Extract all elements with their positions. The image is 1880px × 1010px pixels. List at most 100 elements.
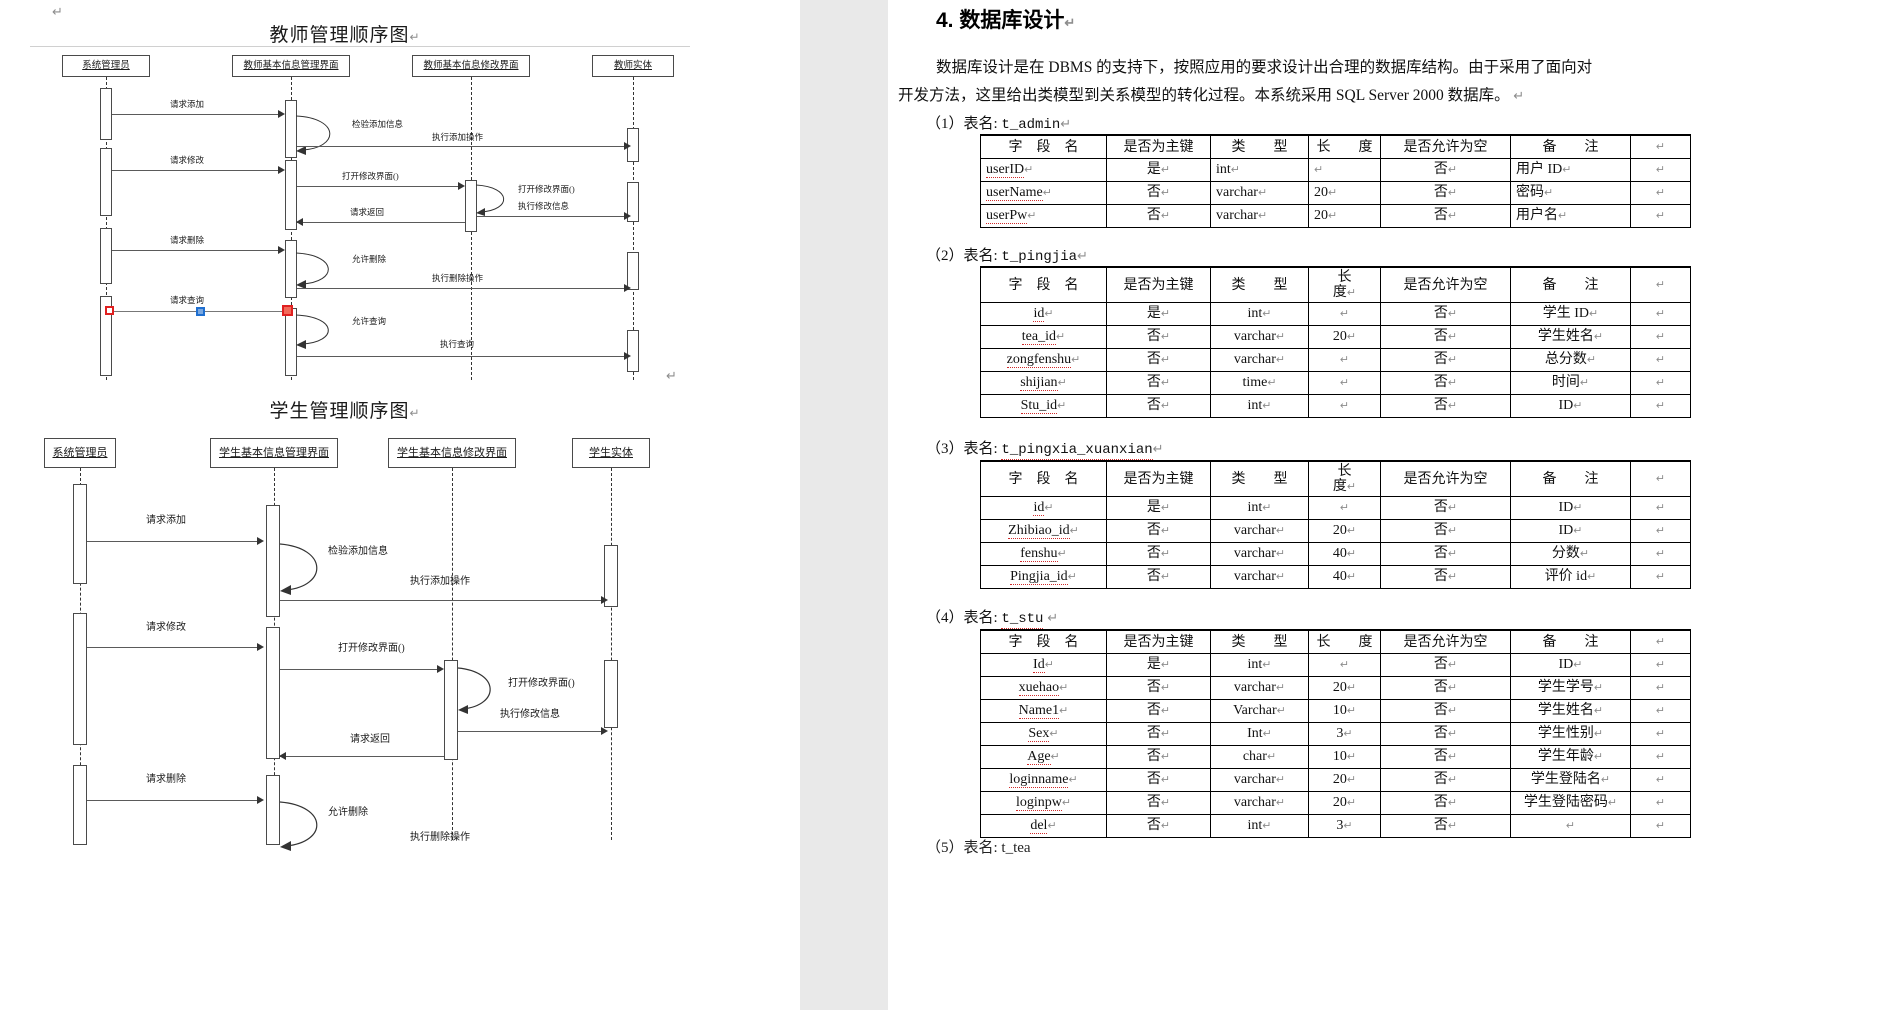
- cell-length: 20↵: [1308, 181, 1381, 205]
- cell-pilcrow: ↵: [1630, 768, 1691, 792]
- cell-field: Zhibiao_id↵: [980, 519, 1107, 543]
- diagram-title-teacher: 教师管理顺序图↵: [269, 25, 421, 46]
- cell-note: 学生年龄↵: [1510, 745, 1631, 769]
- msg-arrow-request-delete-2: [257, 796, 264, 804]
- msg-line-request-return-1: [297, 222, 465, 223]
- col-header-pk: 是否为主键: [1106, 629, 1211, 654]
- cell-type: varchar↵: [1210, 542, 1309, 566]
- col-header-note: 备 注: [1510, 266, 1631, 303]
- msg-line-open-edit-ui-2: [280, 669, 440, 670]
- cell-nullable: 否↵: [1380, 814, 1511, 838]
- msg-arrow-exec-add-2: [601, 596, 608, 604]
- msg-label-check-add-2: 检验添加信息: [328, 546, 388, 557]
- msg-label-request-return-2: 请求返回: [350, 734, 390, 745]
- cell-length: 20↵: [1308, 204, 1381, 228]
- cell-note: 学生姓名↵: [1510, 325, 1631, 349]
- cell-length: 20↵: [1308, 519, 1381, 543]
- lifeline-head-teacher-edit-ui-1[interactable]: 教师基本信息修改界面: [412, 55, 530, 77]
- cell-field: Pingjia_id↵: [980, 565, 1107, 589]
- cell-primary-key: 是↵: [1106, 653, 1211, 677]
- cell-pilcrow: ↵: [1630, 722, 1691, 746]
- col-header-type: 类 型: [1210, 460, 1309, 497]
- msg-label-allow-delete-2: 允许删除: [328, 807, 368, 818]
- cell-field: del↵: [980, 814, 1107, 838]
- cell-primary-key: 否↵: [1106, 371, 1211, 395]
- table-caption-t-admin: （1）表名: t_admin↵: [926, 116, 1072, 135]
- cell-note: 用户名↵: [1510, 204, 1631, 228]
- activation-mgmtui-edit-2: [266, 627, 280, 759]
- cell-primary-key: 是↵: [1106, 302, 1211, 326]
- col-header-type: 类 型: [1210, 629, 1309, 654]
- msg-arrow-request-add-1: [278, 110, 285, 118]
- lifeline-head-student-edit-ui-2[interactable]: 学生基本信息修改界面: [388, 438, 516, 468]
- resize-handle-mid[interactable]: [196, 307, 205, 316]
- lifeline-head-student-entity-2[interactable]: 学生实体: [572, 438, 650, 468]
- cell-note: ID↵: [1510, 394, 1631, 418]
- cell-type: varchar↵: [1210, 325, 1309, 349]
- col-header-type: 类 型: [1210, 266, 1309, 303]
- cell-pilcrow: ↵: [1630, 565, 1691, 589]
- activation-mgmtui-add-2: [266, 505, 280, 617]
- msg-line-exec-edit-2: [458, 731, 604, 732]
- col-header-length: 长度↵: [1308, 460, 1381, 497]
- cell-nullable: 否↵: [1380, 653, 1511, 677]
- cell-field: shijian↵: [980, 371, 1107, 395]
- cell-note: ↵: [1510, 814, 1631, 838]
- msg-label-exec-delete-1: 执行删除操作: [432, 273, 484, 283]
- cell-type: varchar↵: [1210, 348, 1309, 372]
- diagram-pane: ↵ 教师管理顺序图↵ 系统管理员 教师基本信息管理界面 教师基本信息修改界面 教…: [0, 0, 800, 1010]
- resize-handle-end[interactable]: [282, 305, 293, 316]
- lifeline-head-admin-2[interactable]: 系统管理员: [44, 438, 116, 468]
- msg-line-request-return-2: [280, 756, 444, 757]
- cell-length: 10↵: [1308, 699, 1381, 723]
- cell-primary-key: 否↵: [1106, 699, 1211, 723]
- msg-line-exec-query-1: [297, 356, 627, 357]
- intro-paragraph-line-1: 数据库设计是在 DBMS 的支持下，按照应用的要求设计出合理的数据库结构。由于采…: [936, 59, 1593, 76]
- lifeline-head-admin-1[interactable]: 系统管理员: [62, 55, 150, 77]
- msg-arrow-request-return-2: [279, 752, 286, 760]
- activation-mgmtui-del-2: [266, 775, 280, 845]
- cell-note: 学生姓名↵: [1510, 699, 1631, 723]
- cell-type: Int↵: [1210, 722, 1309, 746]
- cell-field: xuehao↵: [980, 676, 1107, 700]
- table-row: tea_id↵否↵varchar↵20↵否↵学生姓名↵↵: [980, 325, 1691, 349]
- resize-handle-start[interactable]: [105, 306, 114, 315]
- cell-field: Age↵: [980, 745, 1107, 769]
- cell-pilcrow: ↵: [1630, 699, 1691, 723]
- table-t-admin: 字 段 名 是否为主键 类 型 长 度 是否允许为空 备 注 ↵ userID↵…: [980, 134, 1691, 228]
- cell-primary-key: 否↵: [1106, 791, 1211, 815]
- table-row: Pingjia_id↵否↵varchar↵40↵否↵评价 id↵↵: [980, 565, 1691, 589]
- cell-nullable: 否↵: [1380, 302, 1511, 326]
- table-row: Id↵是↵int↵↵否↵ID↵↵: [980, 653, 1691, 677]
- col-header-type: 类 型: [1210, 134, 1309, 159]
- table-row: Zhibiao_id↵否↵varchar↵20↵否↵ID↵↵: [980, 519, 1691, 543]
- cell-length: 3↵: [1308, 814, 1381, 838]
- col-header-field: 字 段 名: [980, 629, 1107, 654]
- lifeline-head-teacher-mgmt-ui-1[interactable]: 教师基本信息管理界面: [232, 55, 350, 77]
- msg-line-request-edit-1: [112, 170, 280, 171]
- cell-field: Id↵: [980, 653, 1107, 677]
- msg-line-open-edit-ui-1: [297, 186, 460, 187]
- lifeline-head-teacher-entity-1[interactable]: 教师实体: [592, 55, 674, 77]
- cell-type: char↵: [1210, 745, 1309, 769]
- msg-label-allow-delete-1: 允许删除: [352, 254, 387, 264]
- msg-arrow-request-add-2: [257, 537, 264, 545]
- self-loop-allow-query-1: [295, 314, 329, 349]
- cell-primary-key: 否↵: [1106, 768, 1211, 792]
- cell-length: 20↵: [1308, 325, 1381, 349]
- msg-line-request-add-1: [112, 114, 280, 115]
- cell-note: 学生登陆密码↵: [1510, 791, 1631, 815]
- cell-primary-key: 否↵: [1106, 676, 1211, 700]
- activation-editui-1: [465, 180, 477, 232]
- msg-arrow-request-edit-1: [278, 166, 285, 174]
- cell-type: Varchar↵: [1210, 699, 1309, 723]
- table-row: id↵是↵int↵↵否↵ID↵↵: [980, 496, 1691, 520]
- lifeline-student-entity-2: [611, 468, 612, 840]
- cell-primary-key: 否↵: [1106, 745, 1211, 769]
- col-header-pk: 是否为主键: [1106, 134, 1211, 159]
- msg-label-request-edit-1: 请求修改: [170, 155, 205, 165]
- cell-nullable: 否↵: [1380, 565, 1511, 589]
- lifeline-head-student-mgmt-ui-2[interactable]: 学生基本信息管理界面: [210, 438, 338, 468]
- activation-entity-add-2: [604, 545, 618, 607]
- table-row: userName↵否↵varchar↵20↵否↵密码↵↵: [980, 181, 1691, 205]
